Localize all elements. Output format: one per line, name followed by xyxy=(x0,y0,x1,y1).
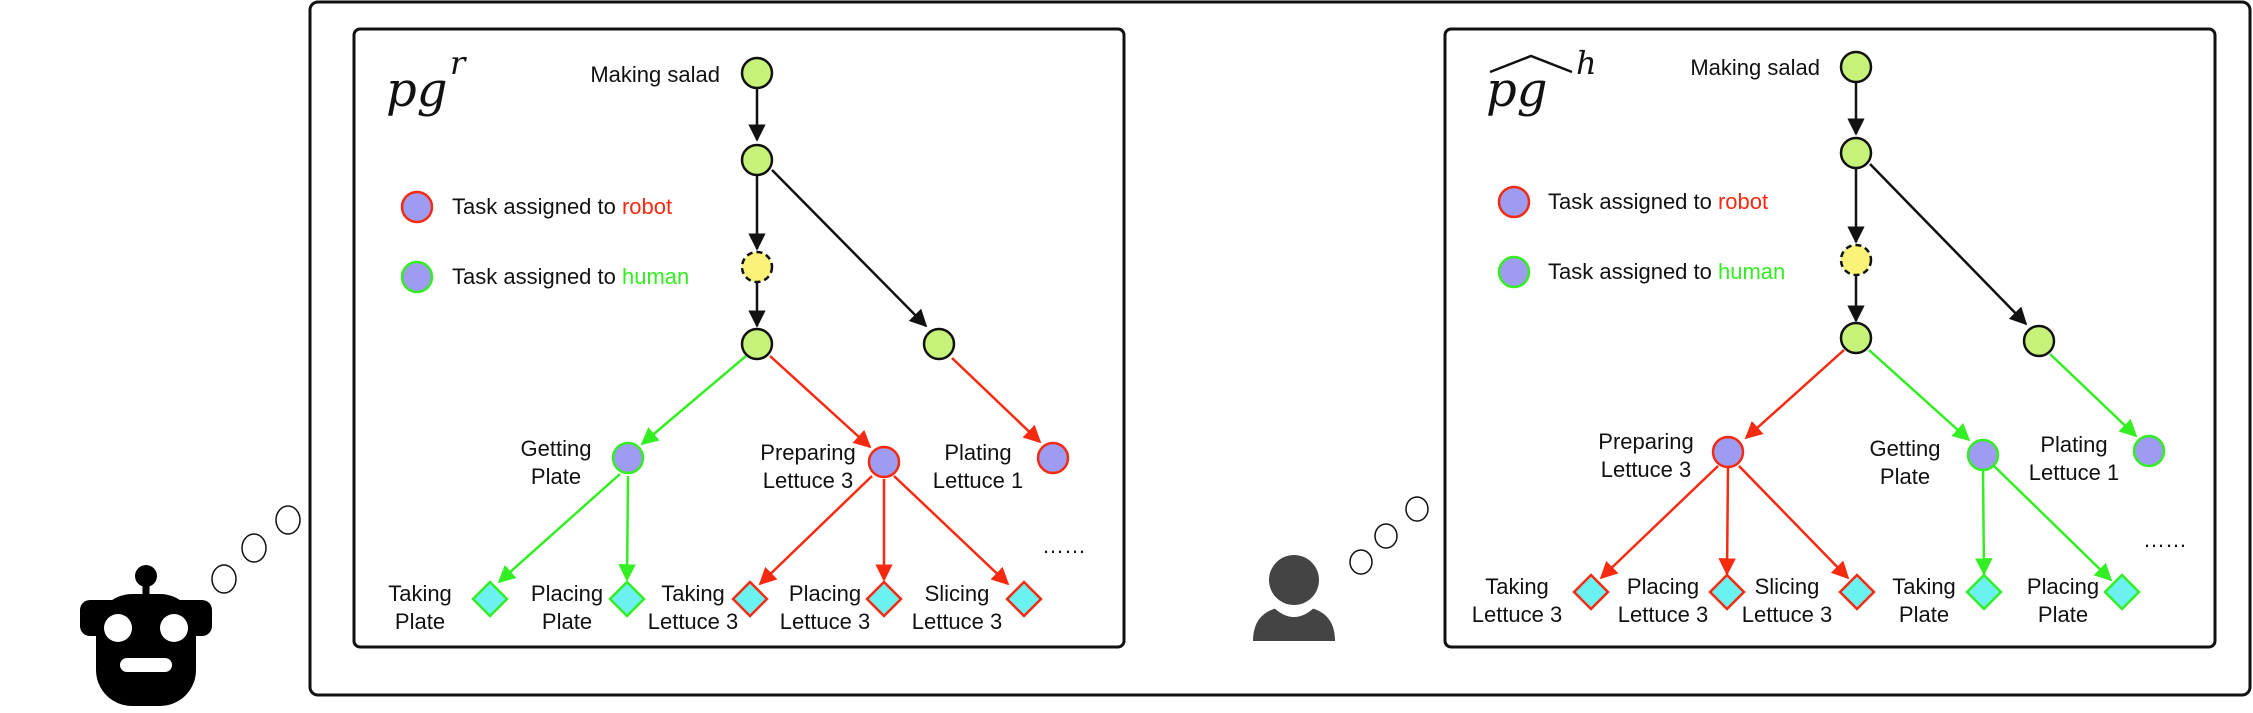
human-leaf-task xyxy=(471,580,509,618)
root-label: Making salad xyxy=(1690,55,1820,80)
task-node xyxy=(1839,50,1873,84)
human-leaf-task xyxy=(2103,573,2141,611)
left-panel-title-sup: r xyxy=(450,44,467,82)
legend-robot-text: Task assigned to robot xyxy=(1548,189,1768,214)
edge xyxy=(640,355,747,446)
ellipsis: …… xyxy=(2143,527,2187,552)
thought-bubble-icon xyxy=(211,505,301,594)
edge xyxy=(1993,465,2113,582)
legend-human-marker xyxy=(1497,255,1531,289)
task-node xyxy=(922,327,956,361)
edge xyxy=(1975,469,1993,576)
edge xyxy=(497,473,621,584)
human-leaf-task xyxy=(1965,573,2003,611)
edge xyxy=(771,169,928,328)
legend-robot-text: Task assigned to robot xyxy=(452,194,672,219)
human-task-node xyxy=(2132,434,2166,468)
task-node xyxy=(740,143,774,177)
left-panel: pg r Making salad Task assig xyxy=(352,27,1126,649)
legend-robot-marker xyxy=(1497,185,1531,219)
edge xyxy=(1738,465,1850,580)
ellipsis: …… xyxy=(1042,533,1086,558)
human-leaf-task xyxy=(608,580,646,618)
title-hat xyxy=(1489,54,1573,74)
legend-human-text: Task assigned to human xyxy=(452,264,689,289)
human-task-node xyxy=(1966,438,2000,472)
edge xyxy=(1744,349,1845,440)
robot-leaf-task xyxy=(1708,573,1746,611)
right-panel: pg h Making salad Task assigned t xyxy=(1443,27,2217,649)
person-icon xyxy=(1253,555,1335,641)
robot-leaf-task xyxy=(865,580,903,618)
legend-human-marker xyxy=(400,260,434,294)
edge xyxy=(1599,465,1719,580)
task-node xyxy=(1839,321,1873,355)
robot-task-node xyxy=(1036,441,1070,475)
left-panel-title: pg xyxy=(386,62,447,118)
right-panel-title-sup: h xyxy=(1576,44,1597,82)
right-panel-title: pg xyxy=(1486,62,1547,118)
decision-node xyxy=(1839,243,1873,277)
robot-leaf-task xyxy=(1005,580,1043,618)
task-node xyxy=(1839,136,1873,170)
robot-task-node xyxy=(867,445,901,479)
edge xyxy=(758,475,873,586)
robot-task-node xyxy=(1711,435,1745,469)
edge xyxy=(1869,163,2028,326)
robot-leaf-task xyxy=(1838,573,1876,611)
outer-frame xyxy=(308,0,2252,697)
robot-leaf-task xyxy=(731,580,769,618)
edge xyxy=(893,475,1010,586)
robot-icon xyxy=(80,565,212,706)
edge xyxy=(769,355,872,449)
edge xyxy=(1868,349,1971,442)
edge xyxy=(951,357,1042,444)
legend-human-text: Task assigned to human xyxy=(1548,259,1785,284)
legend-robot-marker xyxy=(400,190,434,224)
edge xyxy=(2049,353,2138,438)
edge xyxy=(1718,467,1736,576)
decision-node xyxy=(740,250,774,284)
edge xyxy=(618,475,636,582)
root-label: Making salad xyxy=(590,62,720,87)
right-panel-frame xyxy=(1443,27,2217,649)
thought-bubble-icon xyxy=(1349,496,1429,575)
task-node xyxy=(2022,324,2056,358)
human-task-node xyxy=(611,441,645,475)
task-node xyxy=(740,327,774,361)
task-node xyxy=(740,56,774,90)
left-panel-frame xyxy=(352,27,1126,649)
robot-leaf-task xyxy=(1572,573,1610,611)
